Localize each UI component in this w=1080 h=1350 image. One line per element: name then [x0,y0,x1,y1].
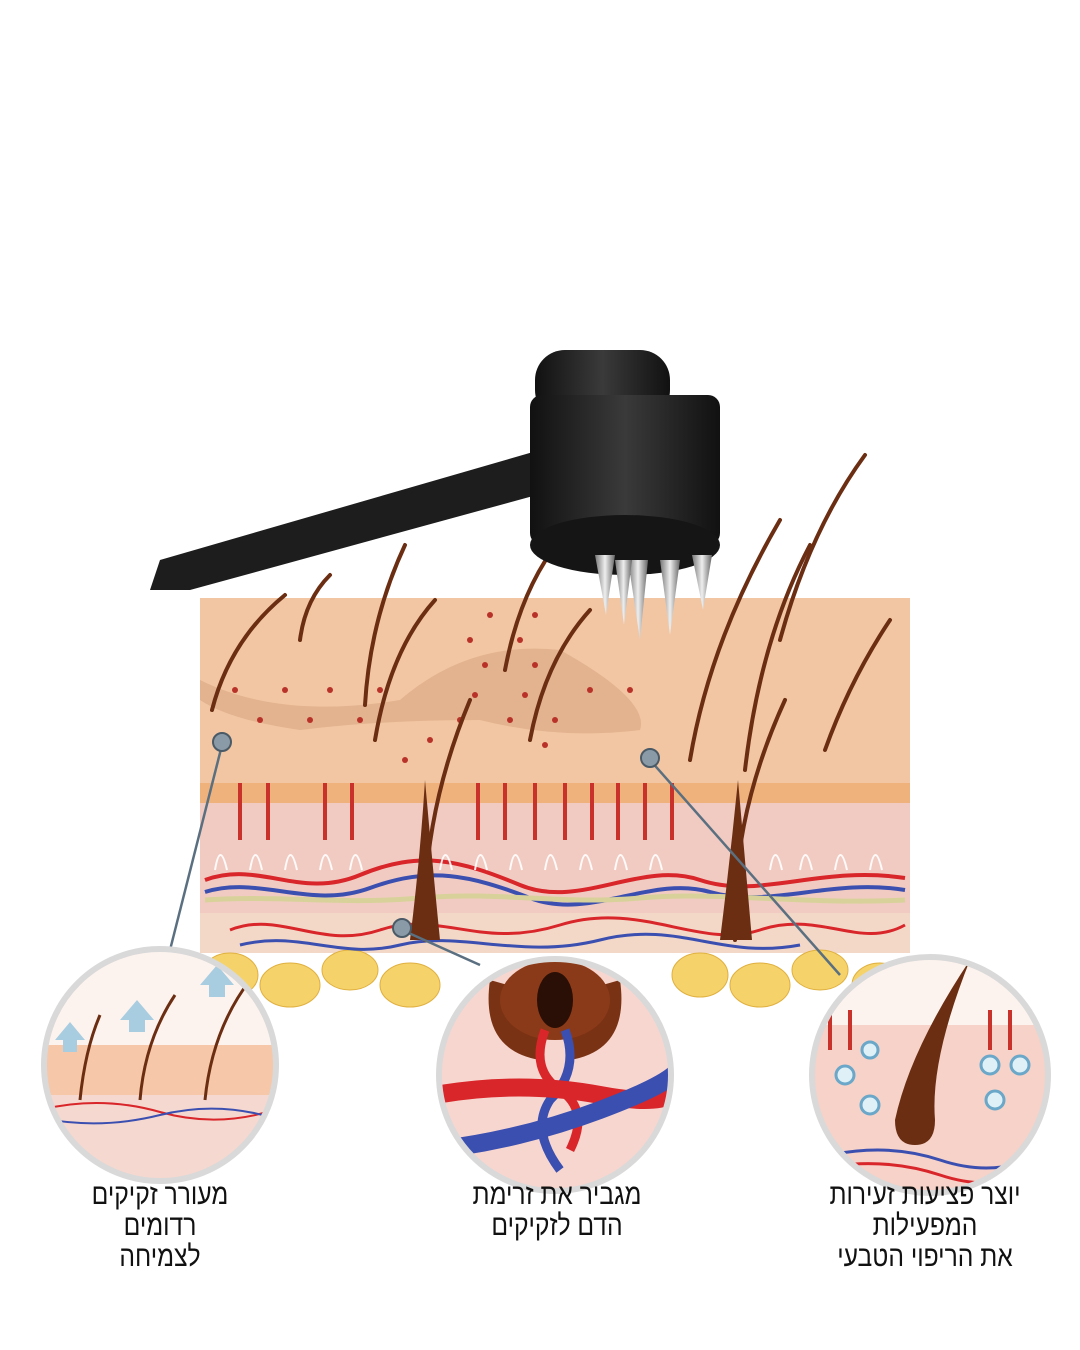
hair-follicle [720,780,752,940]
caption-dormant-follicles: מעורר זקיקים רדומים לצמיחה [33,1180,288,1273]
detail-circle-blood-flow [436,956,674,1194]
caption-line: המפעילות [872,1210,978,1242]
detail-circle-dormant-follicles [41,946,279,1184]
caption-line: את הריפוי הטבעי [837,1241,1013,1273]
caption-micro-injuries: יוצר פציעות זעירות המפעילות את הריפוי הט… [798,1180,1053,1273]
caption-blood-flow: מגביר את זרימת הדם לזקיקים [430,1180,685,1242]
needles [595,555,712,640]
microneedle-pen-device [150,350,720,640]
caption-line: מגביר את זרימת [472,1179,642,1211]
caption-line: יוצר פציעות זעירות [829,1179,1021,1211]
detail-circle-micro-injuries [809,954,1051,1196]
caption-line: לצמיחה [119,1241,201,1273]
hair-follicle [410,780,440,940]
caption-line: מעורר זקיקים [91,1179,229,1211]
caption-line: הדם לזקיקים [491,1210,623,1242]
caption-line: רדומים [123,1210,197,1242]
